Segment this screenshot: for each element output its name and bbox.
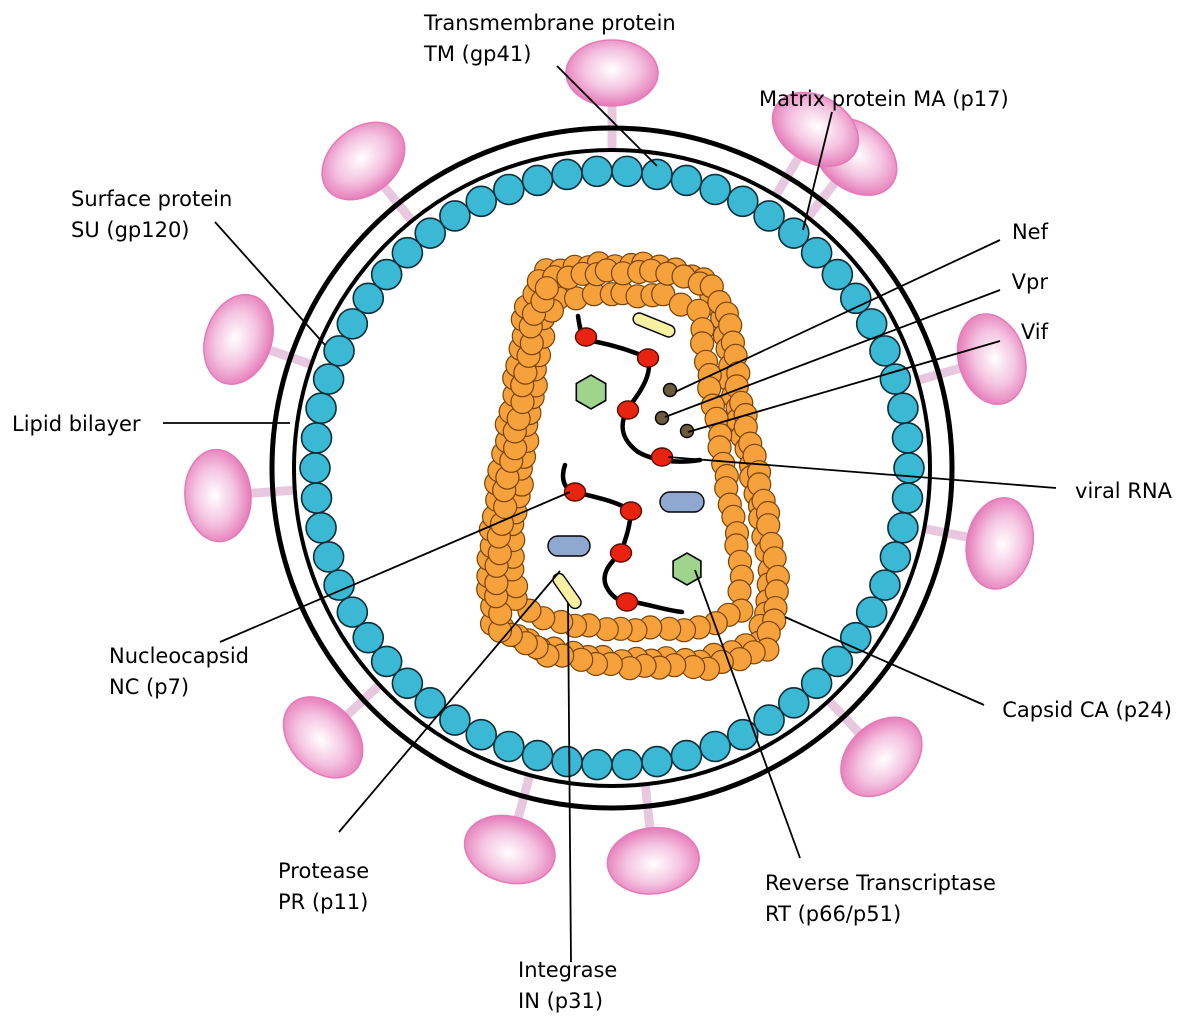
accessory-protein-dot <box>664 384 677 397</box>
label-nucleocapsid-line: Nucleocapsid <box>109 644 249 668</box>
matrix-bead <box>870 336 900 366</box>
label-nucleocapsid: Nucleocapsid NC (p7) <box>109 644 249 699</box>
matrix-bead <box>302 483 332 513</box>
inner-membrane-ring <box>294 150 930 786</box>
label-surface-protein-line: SU (gp120) <box>71 218 190 242</box>
nucleocapsid-node <box>617 593 638 611</box>
matrix-bead <box>728 720 758 750</box>
matrix-bead <box>466 720 496 750</box>
matrix-bead <box>523 165 553 195</box>
capsid-bead <box>535 277 558 300</box>
label-viral-rna: viral RNA <box>1075 479 1173 503</box>
label-surface-protein: Surface protein SU (gp120) <box>71 187 232 242</box>
matrix-bead <box>337 309 367 339</box>
nucleocapsid-node <box>618 401 639 419</box>
matrix-bead <box>300 453 330 483</box>
label-lipid-bilayer: Lipid bilayer <box>12 412 141 436</box>
label-integrase-line: Integrase <box>518 958 617 982</box>
label-vpr-line: Vpr <box>1012 270 1049 294</box>
gp120-knob <box>457 806 563 894</box>
matrix-bead <box>892 423 922 453</box>
label-reverse-transcriptase: Reverse Transcriptase RT (p66/p51) <box>765 871 996 926</box>
matrix-bead <box>880 542 910 572</box>
nucleocapsid-node <box>576 328 597 346</box>
label-protease: Protease PR (p11) <box>278 859 369 914</box>
matrix-bead <box>700 732 730 762</box>
label-integrase-line: IN (p31) <box>518 989 603 1013</box>
nucleocapsid-node <box>611 544 632 562</box>
matrix-bead <box>306 393 336 423</box>
label-transmembrane-protein-line: Transmembrane protein <box>423 11 676 35</box>
label-vif-line: Vif <box>1021 320 1049 344</box>
matrix-bead <box>306 513 336 543</box>
matrix-bead <box>494 174 524 204</box>
matrix-bead <box>888 513 918 543</box>
matrix-bead <box>353 623 383 653</box>
protease-pill <box>548 536 590 556</box>
matrix-bead <box>324 336 354 366</box>
matrix-bead <box>302 423 332 453</box>
matrix-bead <box>671 741 701 771</box>
gp120-knob <box>566 40 658 106</box>
label-matrix-protein-line: Matrix protein MA (p17) <box>759 87 1009 111</box>
protease-pill <box>660 492 704 512</box>
label-integrase: Integrase IN (p31) <box>518 958 617 1013</box>
matrix-bead <box>552 747 582 777</box>
label-vpr: Vpr <box>1012 270 1049 294</box>
matrix-bead <box>642 159 672 189</box>
matrix-bead <box>857 597 887 627</box>
label-nef-line: Nef <box>1012 220 1049 244</box>
label-viral-rna-line: viral RNA <box>1075 479 1173 503</box>
matrix-bead <box>892 483 922 513</box>
label-transmembrane-protein-line: TM (gp41) <box>423 42 531 66</box>
reverse-transcriptase-hexagon <box>576 375 605 409</box>
matrix-bead <box>612 750 642 780</box>
matrix-bead <box>314 364 344 394</box>
matrix-bead <box>642 747 672 777</box>
accessory-protein-dot <box>656 412 669 425</box>
matrix-bead <box>888 393 918 423</box>
matrix-bead <box>337 597 367 627</box>
matrix-bead <box>523 741 553 771</box>
label-surface-protein-line: Surface protein <box>71 187 232 211</box>
matrix-bead <box>582 750 612 780</box>
matrix-bead <box>671 165 701 195</box>
matrix-bead <box>314 542 344 572</box>
label-nucleocapsid-line: NC (p7) <box>109 675 189 699</box>
label-capsid-line: Capsid CA (p24) <box>1002 698 1172 722</box>
label-reverse-transcriptase-line: RT (p66/p51) <box>765 902 901 926</box>
nucleocapsid-node <box>621 502 642 520</box>
gp120-knob <box>192 285 284 393</box>
label-matrix-protein: Matrix protein MA (p17) <box>759 87 1009 111</box>
label-protease-line: PR (p11) <box>278 890 368 914</box>
reverse-transcriptase-hexagon <box>673 553 701 585</box>
matrix-bead <box>754 705 784 735</box>
matrix-bead <box>700 174 730 204</box>
label-lipid-bilayer-line: Lipid bilayer <box>12 412 141 436</box>
nucleocapsid-node <box>638 349 659 367</box>
matrix-bead <box>582 156 612 186</box>
label-reverse-transcriptase-line: Reverse Transcriptase <box>765 871 996 895</box>
matrix-bead <box>552 159 582 189</box>
label-capsid: Capsid CA (p24) <box>1002 698 1172 722</box>
label-nef: Nef <box>1012 220 1049 244</box>
matrix-bead <box>612 156 642 186</box>
matrix-bead <box>466 186 496 216</box>
matrix-bead <box>440 201 470 231</box>
gp120-knob <box>182 447 254 543</box>
nucleocapsid-node <box>565 483 586 501</box>
matrix-bead <box>841 283 871 313</box>
matrix-bead <box>894 453 924 483</box>
gp120-knob <box>959 492 1041 595</box>
gp120-knob <box>604 823 702 898</box>
label-vif: Vif <box>1021 320 1049 344</box>
matrix-bead <box>728 186 758 216</box>
label-protease-line: Protease <box>278 859 369 883</box>
matrix-bead <box>494 732 524 762</box>
matrix-bead <box>870 570 900 600</box>
